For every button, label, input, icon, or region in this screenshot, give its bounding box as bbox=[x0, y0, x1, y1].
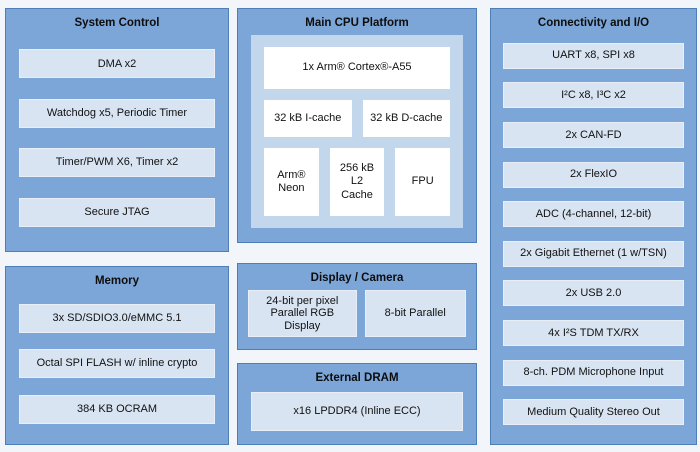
system-control-item-timer-pwm: Timer/PWM X6, Timer x2 bbox=[19, 148, 215, 178]
external-dram-block: External DRAM x16 LPDDR4 (Inline ECC) bbox=[237, 363, 477, 445]
dram-item-lpddr4: x16 LPDDR4 (Inline ECC) bbox=[251, 392, 463, 431]
system-control-item-watchdog: Watchdog x5, Periodic Timer bbox=[19, 98, 215, 128]
memory-item-octal-spi-flash: Octal SPI FLASH w/ inline crypto bbox=[19, 349, 215, 378]
memory-item-ocram: 384 KB OCRAM bbox=[19, 394, 215, 424]
conn-item-flexio: 2x FlexIO bbox=[503, 161, 684, 188]
cpu-core-box: 1x Arm® Cortex®-A55 bbox=[264, 47, 450, 89]
conn-item-i2c-i3c: I²C x8, I³C x2 bbox=[503, 82, 684, 109]
display-camera-title: Display / Camera bbox=[310, 272, 404, 284]
main-cpu-platform-title: Main CPU Platform bbox=[305, 17, 409, 29]
fpu-box: FPU bbox=[395, 148, 451, 216]
conn-item-gigabit-ethernet: 2x Gigabit Ethernet (1 w/TSN) bbox=[503, 240, 684, 267]
conn-item-usb: 2x USB 2.0 bbox=[503, 280, 684, 307]
system-control-item-dma: DMA x2 bbox=[19, 49, 215, 79]
connectivity-io-block: Connectivity and I/O UART x8, SPI x8 I²C… bbox=[490, 8, 697, 445]
dcache-box: 32 kB D-cache bbox=[362, 100, 450, 137]
memory-items: 3x SD/SDIO3.0/eMMC 5.1 Octal SPI FLASH w… bbox=[6, 287, 228, 444]
display-item-parallel-rgb: 24-bit per pixel Parallel RGB Display bbox=[248, 290, 357, 337]
memory-title: Memory bbox=[94, 275, 140, 287]
system-control-item-secure-jtag: Secure JTAG bbox=[19, 197, 215, 227]
conn-item-can-fd: 2x CAN-FD bbox=[503, 121, 684, 148]
conn-item-adc: ADC (4-channel, 12-bit) bbox=[503, 201, 684, 228]
conn-item-i2s-tdm: 4x I²S TDM TX/RX bbox=[503, 320, 684, 346]
connectivity-io-title: Connectivity and I/O bbox=[537, 17, 650, 29]
conn-item-uart-spi: UART x8, SPI x8 bbox=[503, 42, 684, 69]
memory-item-sd-emmc: 3x SD/SDIO3.0/eMMC 5.1 bbox=[19, 303, 215, 333]
external-dram-items: x16 LPDDR4 (Inline ECC) bbox=[251, 392, 463, 431]
system-control-block: System Control DMA x2 Watchdog x5, Perio… bbox=[5, 8, 229, 252]
display-camera-block: Display / Camera 24-bit per pixel Parall… bbox=[237, 263, 477, 350]
connectivity-io-items: UART x8, SPI x8 I²C x8, I³C x2 2x CAN-FD… bbox=[491, 29, 696, 444]
icache-box: 32 kB I-cache bbox=[264, 100, 352, 137]
conn-item-pdm-microphone: 8-ch. PDM Microphone Input bbox=[503, 359, 684, 386]
display-item-8bit-parallel: 8-bit Parallel bbox=[364, 290, 466, 337]
cpu-cache-row: 32 kB I-cache 32 kB D-cache bbox=[264, 100, 450, 137]
memory-block: Memory 3x SD/SDIO3.0/eMMC 5.1 Octal SPI … bbox=[5, 266, 229, 445]
conn-item-stereo-out: Medium Quality Stereo Out bbox=[503, 399, 684, 426]
neon-box: Arm® Neon bbox=[264, 148, 319, 216]
system-control-items: DMA x2 Watchdog x5, Periodic Timer Timer… bbox=[6, 29, 228, 251]
external-dram-title: External DRAM bbox=[315, 372, 399, 384]
display-camera-items: 24-bit per pixel Parallel RGB Display 8-… bbox=[248, 290, 466, 337]
cpu-cluster: 1x Arm® Cortex®-A55 32 kB I-cache 32 kB … bbox=[251, 35, 463, 228]
l2-cache-box: 256 kB L2 Cache bbox=[329, 148, 385, 216]
system-control-title: System Control bbox=[74, 17, 160, 29]
cpu-coproc-row: Arm® Neon 256 kB L2 Cache FPU bbox=[264, 148, 451, 216]
main-cpu-platform-block: Main CPU Platform 1x Arm® Cortex®-A55 32… bbox=[237, 8, 477, 243]
